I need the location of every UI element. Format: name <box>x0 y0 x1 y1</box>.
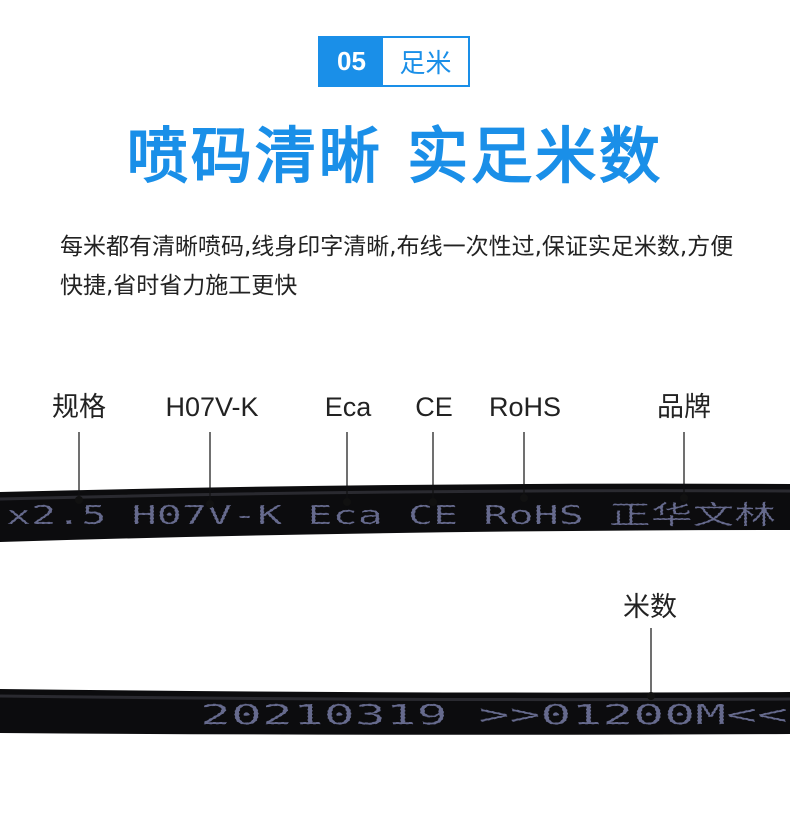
cable-top <box>0 483 790 542</box>
label-ce: CE <box>415 392 453 422</box>
label-h07vk: H07V-K <box>165 392 259 422</box>
label-meter-count: 米数 <box>623 592 677 623</box>
label-spec: 规格 <box>52 392 106 423</box>
cable-bottom-print: 20210319 >>01200M<< <box>200 698 788 731</box>
label-brand: 品牌 <box>657 392 711 423</box>
headline: 喷码清晰 实足米数 <box>126 121 664 192</box>
cable-top-print: x2.5 H07V-K Eca CE RoHS 正华文林 <box>6 501 776 531</box>
description: 每米都有清晰喷码,线身印字清晰,布线一次性过,保证实足米数,方便快捷,省时省力施… <box>60 234 734 299</box>
label-rohs: RoHS <box>488 392 562 422</box>
section-label: 足米 <box>399 49 452 79</box>
section-badge: 05 足米 <box>318 36 470 87</box>
label-eca: Eca <box>324 392 372 422</box>
section-number: 05 <box>320 38 383 85</box>
